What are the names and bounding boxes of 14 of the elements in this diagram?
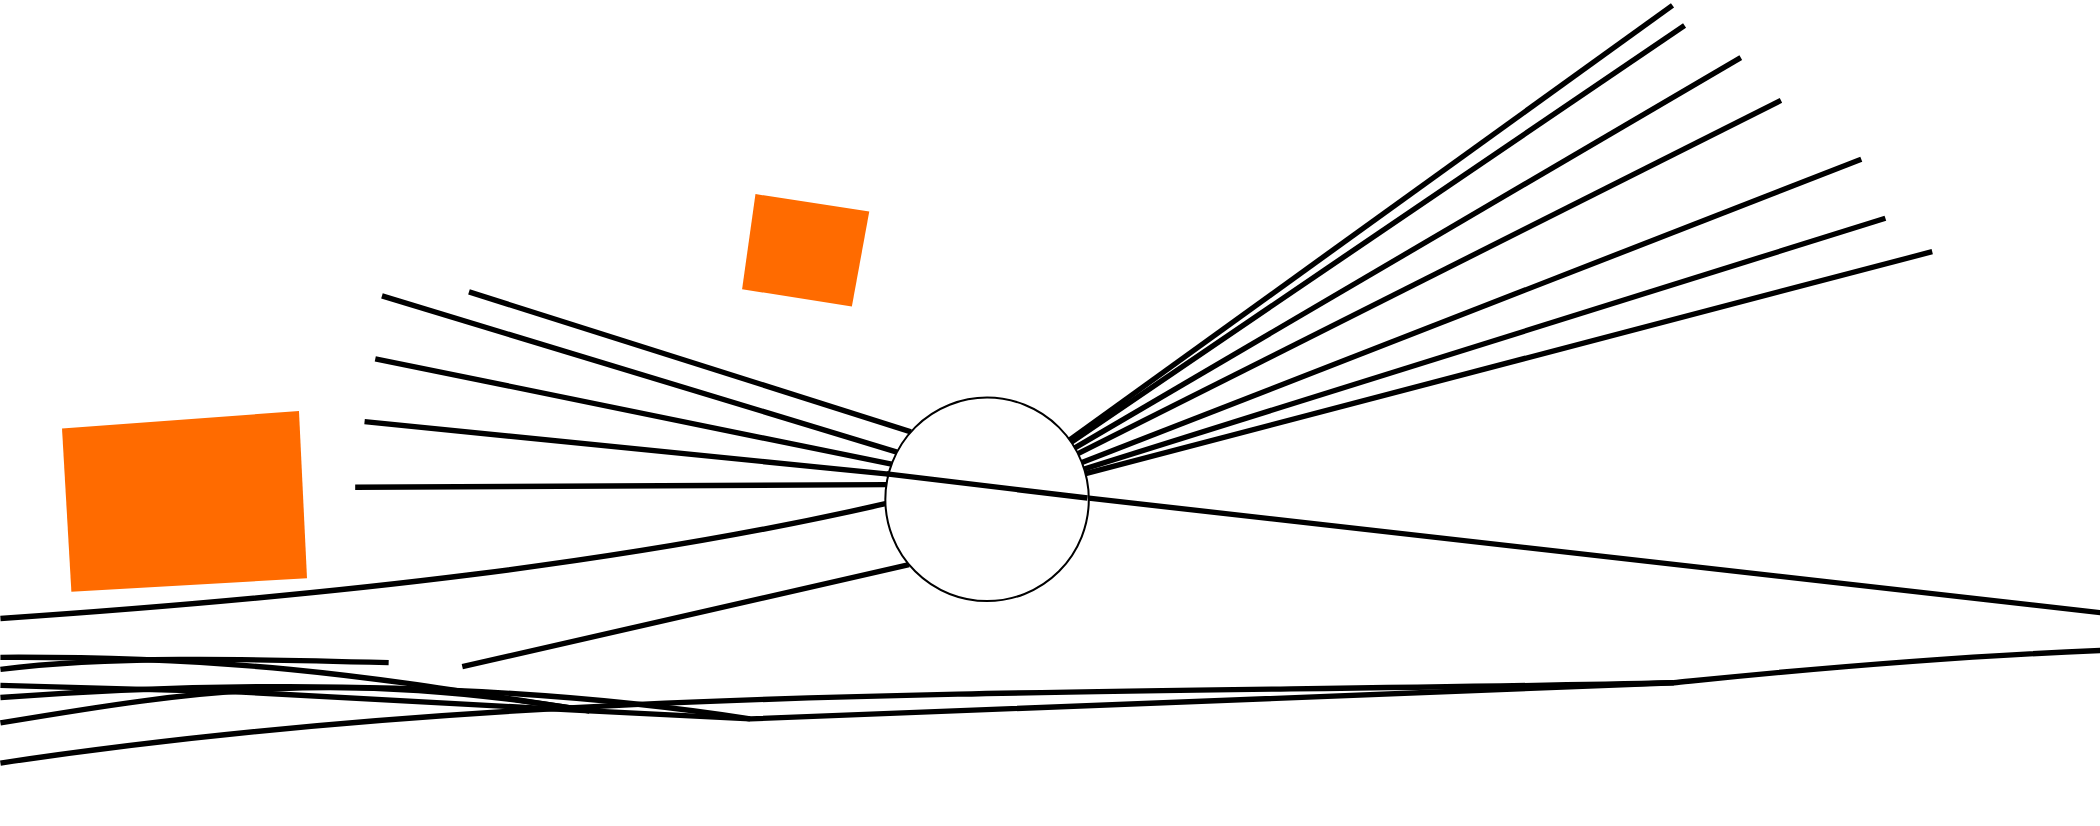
leader-line [1076,98,1783,457]
leader-line [1080,156,1863,465]
leader-line [355,481,887,490]
leader-line [468,289,912,435]
leader-line [381,293,898,455]
leader-line [1083,215,1887,472]
circle [884,396,1090,603]
square-block [742,194,870,307]
leader-line [364,419,889,477]
leader-line [0,501,886,622]
leader-line [461,562,910,670]
rectangle-block [62,411,307,592]
leader-line [1073,55,1743,451]
leader-line [374,356,893,467]
